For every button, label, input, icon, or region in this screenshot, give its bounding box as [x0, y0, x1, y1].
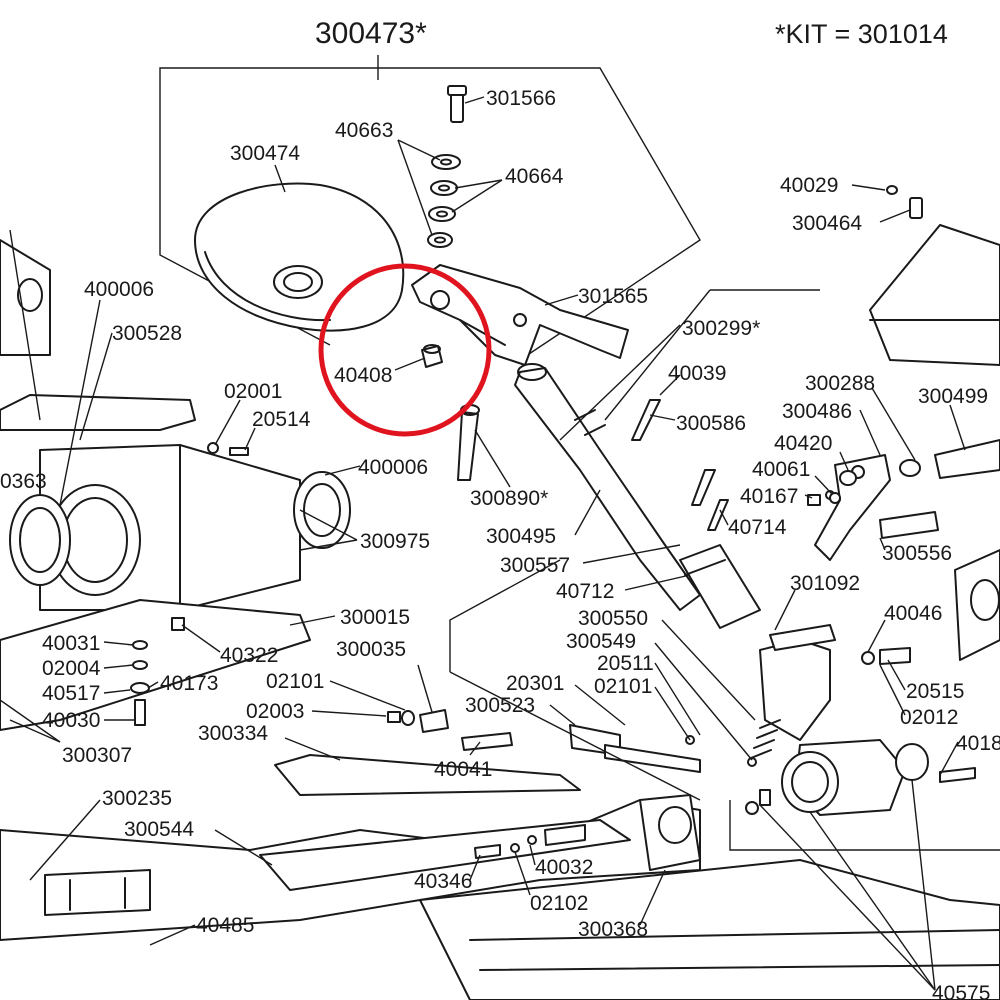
callout-label: 40030	[42, 709, 100, 732]
callout-label: 40346	[414, 870, 472, 893]
lever-part-300486	[814, 454, 891, 561]
assembly-bracket-right	[378, 67, 701, 361]
washer-stack-40663-40664	[427, 154, 461, 248]
callout-label: 300544	[124, 818, 194, 841]
bolt-part-301566	[447, 85, 467, 123]
bracket-arm-301565	[411, 264, 629, 366]
callout-label: 0363	[0, 470, 47, 493]
callout-label: 20514	[252, 408, 311, 431]
callout-label: 02001	[224, 380, 282, 403]
callout-label: 300549	[566, 630, 636, 653]
callout-label: 40046	[884, 602, 942, 625]
callout-label: 300368	[578, 918, 648, 941]
callout-label: 02101	[594, 675, 652, 698]
callout-label: 40039	[668, 362, 726, 385]
callout-label: 02101	[266, 670, 324, 693]
callout-label: 300557	[500, 554, 570, 577]
callout-label: 300499	[918, 385, 988, 408]
assembly-title: 300473*	[315, 17, 427, 50]
callout-label: 40575	[932, 982, 990, 1000]
callout-label: 300334	[198, 722, 268, 745]
callout-label: 400006	[84, 278, 154, 301]
callout-label: 300975	[360, 530, 430, 553]
callout-label: 300474	[230, 142, 300, 165]
callout-label: 300523	[465, 694, 535, 717]
kit-note: *KIT = 301014	[775, 19, 948, 49]
callout-label: 40408	[334, 364, 392, 387]
callout-label: 02102	[530, 892, 588, 915]
callout-labels: 301566 40663 40664 300474 301565 40408 3…	[0, 87, 1000, 1000]
callout-label: 300015	[340, 606, 410, 629]
callout-label: 301566	[486, 87, 556, 110]
callout-label: 400006	[358, 456, 428, 479]
callout-label: 40517	[42, 682, 100, 705]
callout-label: 02012	[900, 706, 958, 729]
callout-label: 40712	[556, 580, 614, 603]
bracket-part-40485	[44, 869, 151, 916]
callout-label: 20511	[597, 652, 654, 675]
callout-label: 300890*	[470, 487, 548, 510]
callout-label: 40061	[752, 458, 810, 481]
callout-label: 300495	[486, 525, 556, 548]
callout-label: 20301	[506, 672, 564, 695]
callout-label: 300035	[336, 638, 406, 661]
callout-label: 20515	[906, 680, 964, 703]
callout-label: 300307	[62, 744, 132, 767]
coupling-part-300975	[293, 471, 351, 549]
callout-label: 300528	[112, 322, 182, 345]
collar-part-300557	[679, 544, 761, 629]
callout-label: 40029	[780, 174, 838, 197]
callout-label: 40664	[505, 165, 564, 188]
callout-label: 300299*	[682, 317, 760, 340]
small-hardware	[130, 399, 976, 859]
callout-label: 300464	[792, 212, 862, 235]
nut-part-40408	[421, 344, 443, 368]
leader-lines	[0, 96, 1000, 991]
callout-label: 300586	[676, 412, 746, 435]
bolt-part-300464	[886, 185, 923, 219]
frame-rails	[0, 599, 1000, 1000]
callout-label: 40032	[535, 856, 593, 879]
cover-part-300464-area	[869, 224, 1000, 366]
callout-label: 40663	[335, 119, 393, 142]
callout-label: 301565	[578, 285, 648, 308]
callout-label: 40322	[220, 644, 278, 667]
callout-label: 300486	[782, 400, 852, 423]
callout-label: 02004	[42, 657, 101, 680]
pin-part-300890	[457, 404, 480, 481]
callout-label: 02003	[246, 700, 304, 723]
bracket-part-left-top	[0, 239, 51, 356]
flange-part-right	[954, 549, 1000, 661]
rod-part-300499	[899, 439, 1000, 479]
sleeve-part-300556	[879, 511, 939, 539]
callout-label: 40485	[196, 914, 254, 937]
callout-label: 301092	[790, 572, 860, 595]
callout-label: 4018	[956, 732, 1000, 755]
callout-label: 300235	[102, 787, 172, 810]
highlight-circle	[318, 263, 492, 437]
coupling-part-400006	[9, 484, 141, 596]
callout-label: 300556	[882, 542, 952, 565]
callout-label: 40041	[434, 758, 492, 781]
plate-part-300368	[639, 794, 701, 871]
callout-label: 40714	[728, 516, 787, 539]
callout-label: 40420	[774, 432, 832, 455]
callout-label: 40173	[160, 672, 218, 695]
callout-label: 40167	[740, 485, 798, 508]
callout-label: 300550	[578, 607, 648, 630]
spring-part-300550	[750, 719, 781, 759]
callout-label: 300288	[805, 372, 875, 395]
callout-label: 40031	[42, 632, 100, 655]
dish-part-300474	[194, 182, 405, 332]
